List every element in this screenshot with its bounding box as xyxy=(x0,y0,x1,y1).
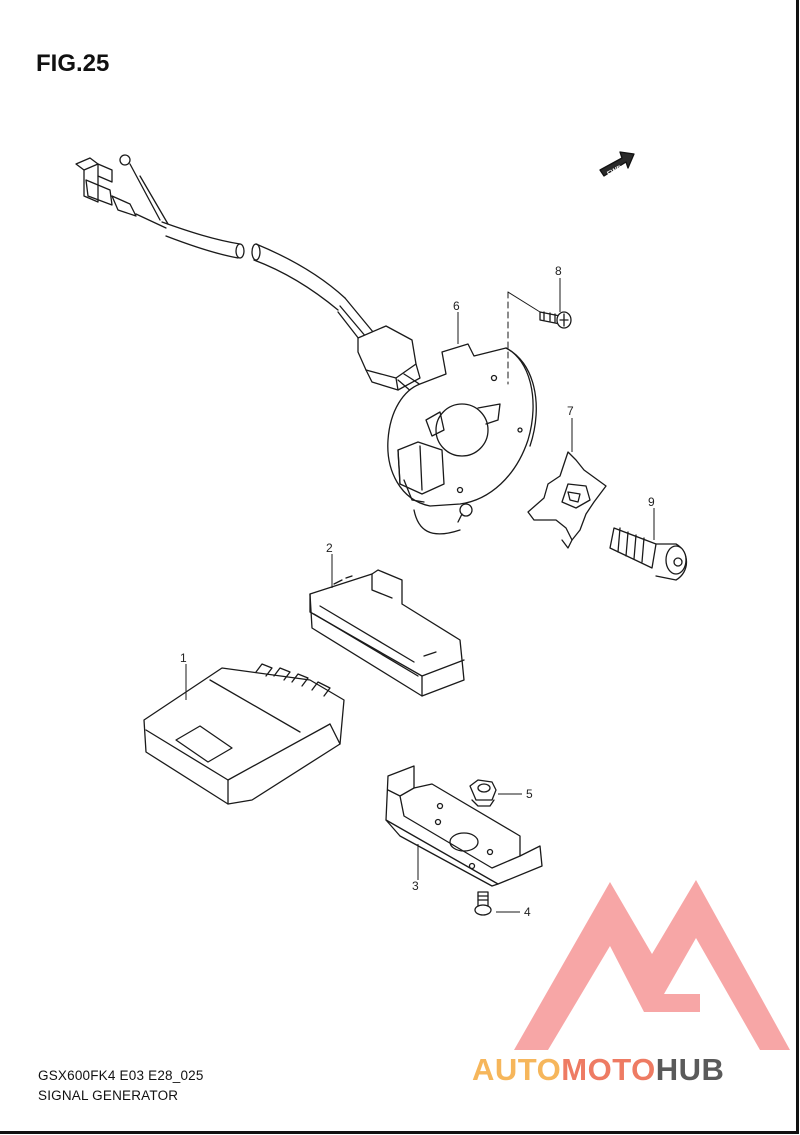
callout-3: 3 xyxy=(412,879,419,893)
bolt-9 xyxy=(609,527,688,581)
callout-9: 9 xyxy=(648,495,655,509)
callout-1: 1 xyxy=(180,651,187,665)
watermark-wordmark: AUTOMOTOHUB xyxy=(472,1052,724,1088)
callout-4: 4 xyxy=(524,905,531,919)
signal-generator-plate xyxy=(387,343,537,507)
wire-harness xyxy=(75,154,473,535)
rotor-7 xyxy=(527,451,607,549)
callout-6: 6 xyxy=(453,299,460,313)
callout-8: 8 xyxy=(555,264,562,278)
model-code: GSX600FK4 E03 E28_025 xyxy=(38,1068,204,1083)
screw-8 xyxy=(539,311,572,329)
fwd-arrow-icon xyxy=(599,151,635,177)
nut-5 xyxy=(469,779,497,807)
figure-title: FIG.25 xyxy=(36,50,110,77)
callout-5: 5 xyxy=(526,787,533,801)
watermark-part-moto: MOTO xyxy=(561,1052,656,1087)
watermark-logo-icon xyxy=(514,880,790,1050)
bracket-3 xyxy=(385,765,543,887)
figure-caption: SIGNAL GENERATOR xyxy=(38,1088,179,1103)
callout-2: 2 xyxy=(326,541,333,555)
watermark-part-auto: AUTO xyxy=(472,1052,562,1087)
bolt-4 xyxy=(474,891,492,916)
ecu-holder-2 xyxy=(309,569,465,697)
callout-7: 7 xyxy=(567,404,574,418)
ecu-unit-1 xyxy=(143,663,345,805)
watermark-part-hub: HUB xyxy=(655,1052,725,1087)
